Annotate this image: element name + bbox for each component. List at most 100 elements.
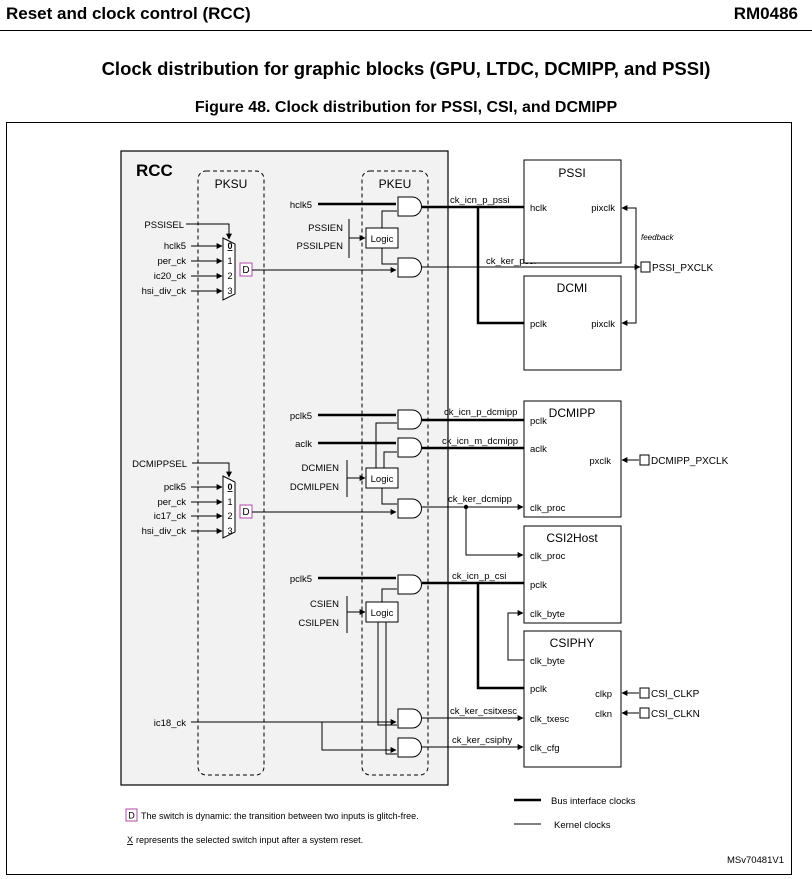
csiphy-block-title: CSIPHY xyxy=(550,636,595,650)
csi2host-clk-byte-port: clk_byte xyxy=(530,609,565,620)
csiphy-block xyxy=(523,630,622,768)
ck-ker-dcmipp-to-csi2host xyxy=(465,507,524,558)
dcmipp-block xyxy=(523,400,622,518)
ck-ker-dcmipp-label: ck_ker_dcmipp xyxy=(448,494,512,505)
ic18-label: ic18_ck xyxy=(154,718,186,729)
header-rule xyxy=(0,30,812,31)
dcmipp-mbus-gate xyxy=(397,437,422,458)
csi-clkp-pin xyxy=(639,687,650,699)
dcmi-block-title: DCMI xyxy=(557,281,588,295)
pssisel-wire xyxy=(186,223,232,240)
ck-icn-p-csi-label: ck_icn_p_csi xyxy=(452,571,506,582)
mux1-dynamic-glyph: D xyxy=(242,265,249,276)
clk-byte-loop-wire xyxy=(507,610,524,661)
dcmilpen-label: DCMILPEN xyxy=(290,482,339,493)
csiphy-clk-cfg-port: clk_cfg xyxy=(530,743,560,754)
mux2-num-1: 1 xyxy=(227,497,232,507)
pssi-bus-gate xyxy=(397,196,422,217)
legend-reset-text: represents the selected switch input aft… xyxy=(136,835,363,845)
csi-logic-to-txesc xyxy=(377,622,397,726)
dcmipp-kernel-gate xyxy=(397,498,422,519)
csiphy-pclk-port: pclk xyxy=(530,684,547,695)
csiphy-clk-txesc-port: clk_txesc xyxy=(530,714,569,725)
pssi-pxclk-pin xyxy=(640,261,651,273)
ck-ker-csitxesc-label: ck_ker_csitxesc xyxy=(450,706,517,717)
pksu-region xyxy=(197,170,265,776)
csi-clkp-label: CSI_CLKP xyxy=(651,689,700,700)
pssi-pxclk-label: PSSI_PXCLK xyxy=(652,263,713,274)
pssi-kernel-gate xyxy=(397,257,422,278)
dcmipp-mux xyxy=(222,475,236,539)
legend-bus-text: Bus interface clocks xyxy=(551,796,636,807)
pssi-hclk5-label: hclk5 xyxy=(290,200,312,211)
ck-icn-p-dcmipp-label: ck_icn_p_dcmipp xyxy=(444,407,517,418)
csiphy-clkp-port: clkp xyxy=(595,689,612,700)
mux1-input-1: per_ck xyxy=(157,256,186,267)
dcmipp-aclk-port: aclk xyxy=(530,444,547,455)
csiphy-gate xyxy=(397,737,422,758)
legend-reset-glyph: X xyxy=(127,835,133,845)
dcmipp-clk-proc-port: clk_proc xyxy=(530,503,566,514)
csi-bus-gate xyxy=(397,574,422,595)
mux2-dynamic-glyph: D xyxy=(242,507,249,518)
pksu-label: PKSU xyxy=(215,177,248,191)
pssi-bus-to-dcmi-wire xyxy=(476,207,524,325)
mux2-num-0: 0 xyxy=(227,482,232,492)
csi-logic-to-phy xyxy=(385,622,397,755)
mux1-num-1: 1 xyxy=(227,256,232,266)
ic18-branch-wire xyxy=(321,722,397,753)
csi2host-clk-proc-port: clk_proc xyxy=(530,551,566,562)
csi2host-block-title: CSI2Host xyxy=(546,531,598,545)
pssi-block-title: PSSI xyxy=(558,166,585,180)
ck-icn-m-dcmipp-label: ck_icn_m_dcmipp xyxy=(442,436,518,447)
csiphy-clkn-port: clkn xyxy=(595,709,612,720)
mux2-input-3: hsi_div_ck xyxy=(142,526,187,537)
ck-icn-p-pssi-label: ck_icn_p_pssi xyxy=(450,195,510,206)
mux1-input-2: ic20_ck xyxy=(154,271,186,282)
feedback-label: feedback xyxy=(641,233,674,242)
ck-ker-pssi-label: ck_ker_pssi xyxy=(486,256,536,267)
dcmippsel-label: DCMIPPSEL xyxy=(132,459,187,470)
pssilpen-label: PSSILPEN xyxy=(297,241,344,252)
dcmien-label: DCMIEN xyxy=(302,463,340,474)
dcmi-pixclk-port: pixclk xyxy=(591,319,615,330)
pssi-pixclk-port: pixclk xyxy=(591,203,615,214)
dcmipp-pclk5-label: pclk5 xyxy=(290,411,312,422)
pssi-logic-to-bus xyxy=(381,210,397,228)
feedback-to-dcmi xyxy=(621,267,637,326)
section-title: Clock distribution for graphic blocks (G… xyxy=(101,58,711,79)
pssisel-label: PSSISEL xyxy=(144,220,184,231)
dcmipp-pclk-port: pclk xyxy=(530,416,547,427)
mux2-num-2: 2 xyxy=(227,511,232,521)
csi2host-pclk-port: pclk xyxy=(530,580,547,591)
dcmipp-logic-label: Logic xyxy=(371,474,394,485)
rcc-title: RCC xyxy=(136,161,173,180)
csi-bus-to-csiphy-wire xyxy=(476,583,524,690)
pssi-logic-to-kernel xyxy=(381,248,397,265)
dcmipp-block-title: DCMIPP xyxy=(549,406,596,420)
csilpen-label: CSILPEN xyxy=(298,618,339,629)
dcmipp-pbus-gate xyxy=(397,409,422,430)
figure-frame xyxy=(6,122,792,875)
pssi-hclk-port: hclk xyxy=(530,203,547,214)
dcmipp-logic-to-mbus xyxy=(383,451,397,468)
dcmipp-logic-to-pbus xyxy=(375,422,397,468)
csi-clkn-label: CSI_CLKN xyxy=(651,709,700,720)
dcmipp-pxclk-pin xyxy=(639,454,650,466)
mux2-input-0: pclk5 xyxy=(164,482,186,493)
feedback-to-pssi xyxy=(621,205,637,267)
mux2-input-1: per_ck xyxy=(157,497,186,508)
dcmipp-aclk-label: aclk xyxy=(295,439,312,450)
legend-dynamic-glyph: D xyxy=(128,811,135,821)
csi-logic-label: Logic xyxy=(371,608,394,619)
dcmippsel-wire xyxy=(192,462,232,478)
dcmipp-logic-to-kernel xyxy=(381,488,397,505)
pssi-block xyxy=(523,159,622,264)
dcmipp-pxclk-label: DCMIPP_PXCLK xyxy=(651,456,729,467)
dcmi-block xyxy=(523,275,622,371)
pkeu-label: PKEU xyxy=(379,177,412,191)
mux1-num-0: 0 xyxy=(227,241,232,251)
mux1-input-0: hclk5 xyxy=(164,241,186,252)
csi-clkn-pin xyxy=(639,707,650,719)
